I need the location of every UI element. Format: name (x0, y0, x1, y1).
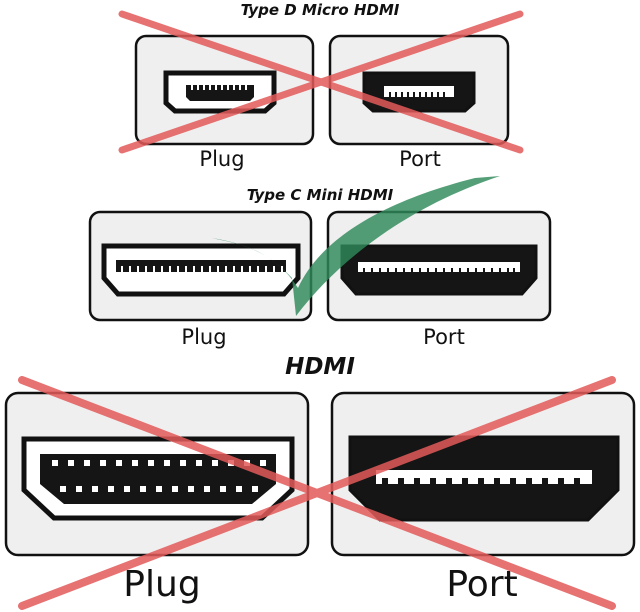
micro-port-label: Port (399, 147, 441, 171)
green-check-icon (212, 176, 500, 316)
micro-port-icon (362, 71, 476, 113)
section-micro-hdmi: Type D Micro HDMI (118, 1, 524, 171)
hdmi-plug-icon (21, 436, 295, 521)
hdmi-plug-label: Plug (123, 564, 200, 605)
mini-hdmi-title: Type C Mini HDMI (247, 186, 394, 204)
red-x-icon (18, 376, 616, 610)
section-hdmi: HDMI (4, 354, 636, 610)
micro-plug-icon (163, 70, 277, 114)
mini-port-label: Port (423, 325, 465, 349)
micro-hdmi-title: Type D Micro HDMI (241, 1, 400, 19)
mini-port-icon (340, 244, 538, 296)
mini-plug-icon (101, 243, 301, 297)
hdmi-title: HDMI (285, 354, 355, 380)
section-mini-hdmi: Type C Mini HDMI Plug Port (88, 176, 552, 349)
hdmi-port-label: Port (446, 564, 517, 605)
hdmi-port-icon (348, 435, 620, 522)
micro-plug-label: Plug (199, 147, 244, 171)
mini-plug-label: Plug (181, 325, 226, 349)
red-x-icon (118, 10, 524, 154)
